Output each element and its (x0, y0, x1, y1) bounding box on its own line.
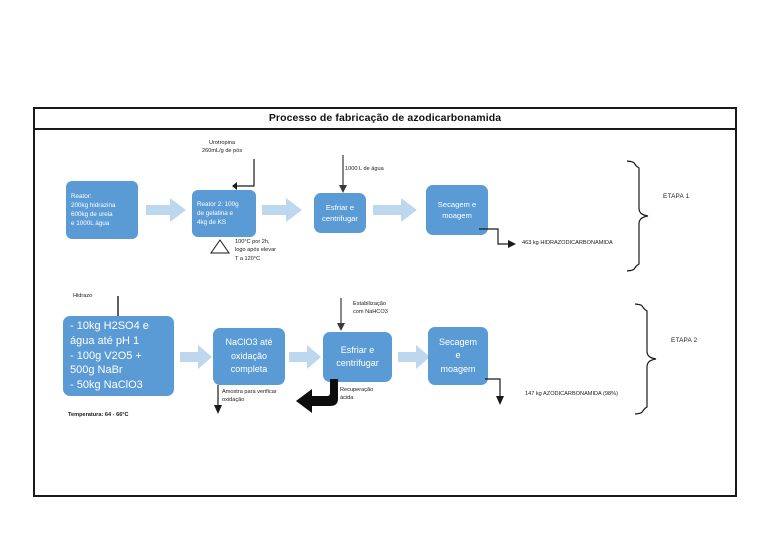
stage2-box-reagentes[interactable]: - 10kg H2SO4 e água até pH 1 - 100g V2O5… (63, 316, 174, 396)
stage1-box-reator-1[interactable]: Reator: 200kg hidrazina 600kg de ureia e… (66, 181, 138, 239)
stage2-arrow-1 (180, 345, 212, 369)
estabilizacao-feed-line (336, 298, 346, 332)
estabilizacao-note: Estabilização com NaHCO3 (353, 301, 388, 316)
stage2-etapa-label: ETAPA 2 (671, 337, 698, 344)
recuperacao-acida-note: Recuperação ácida (340, 387, 374, 402)
stage2-arrow-3 (398, 345, 430, 369)
stage1-output-label: 463 kg HIDRAZODICARBONAMIDA (522, 240, 613, 246)
stage1-box-secagem-moagem[interactable]: Secagem e moagem (426, 185, 488, 235)
stage2-output-label: 147 kg AZODICARBONAMIDA (98%) (525, 391, 618, 397)
page-title: Processo de fabricação de azodicarbonami… (268, 111, 502, 124)
stage2-box-oxidacao[interactable]: NaClO3 até oxidação completa (213, 328, 285, 385)
stage2-output-connector (484, 378, 520, 406)
stage2-arrow-2 (289, 345, 321, 369)
stage2-box-esfriar-centrifugar[interactable]: Esfriar e centrifugar (323, 332, 392, 382)
stage1-output-connector (478, 228, 518, 252)
urotropina-label: Urotropina 260mL/g de pós (202, 140, 243, 155)
sample-connector (214, 385, 224, 415)
stage2-box-secagem-moagem[interactable]: Secagem e moagem (428, 327, 488, 385)
stage2-temperature-note: Temperatura: 64 - 66°C (68, 412, 129, 418)
stage1-temperature-note: 100°C por 2h, logo após elevar T a 120°C (235, 239, 277, 262)
stage2-brace (634, 303, 664, 415)
stage1-etapa-label: ETAPA 1 (663, 193, 690, 200)
water-input-label: 1000 L de água (345, 166, 384, 172)
water-feed-line (338, 155, 348, 193)
hidrazo-label: Hidrazo (73, 293, 93, 299)
urotropina-feed-line (232, 158, 256, 200)
stage1-arrow-3 (373, 198, 417, 222)
stage1-box-reator-2[interactable]: Reator 2: 100g de gelatina e 4kg de KS (192, 190, 256, 237)
stage1-box-esfriar-centrifugar[interactable]: Esfriar e centrifugar (314, 193, 366, 233)
recuperacao-acida-arrow (294, 379, 346, 415)
stage1-arrow-2 (262, 198, 302, 222)
diagram-title-bar: Processo de fabricação de azodicarbonami… (33, 107, 737, 130)
stage1-brace (626, 160, 656, 272)
temperature-triangle-icon (210, 239, 230, 254)
diagram-frame (33, 107, 737, 497)
stage1-arrow-1 (146, 198, 186, 222)
sample-note: Amostra para verificar oxidação (222, 389, 277, 404)
